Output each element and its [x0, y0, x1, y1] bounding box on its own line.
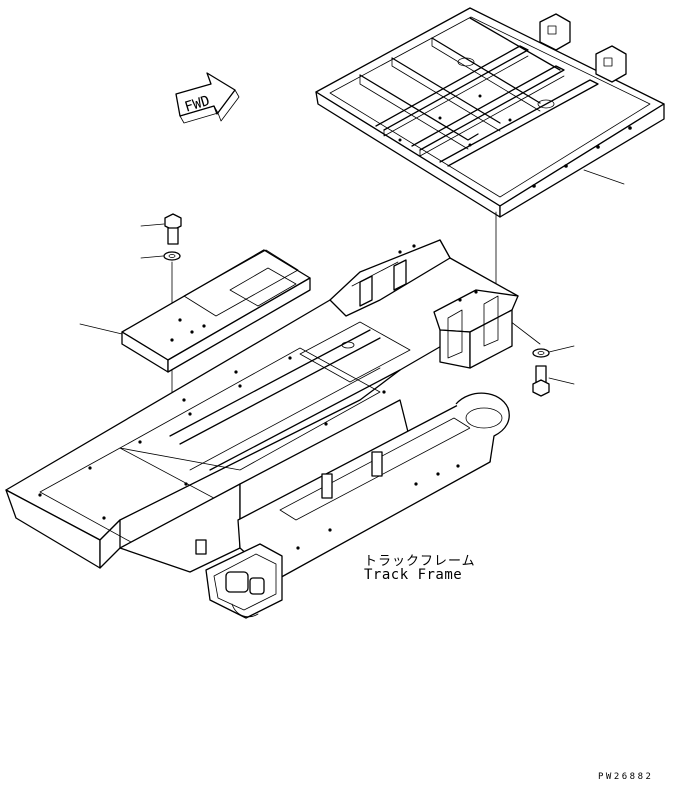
track-frame: [6, 240, 518, 618]
right-bolt: [533, 366, 574, 396]
left-washer: [141, 252, 180, 260]
upper-frame: [316, 8, 664, 217]
cover-plate: [80, 250, 310, 372]
left-bolt: [141, 214, 181, 244]
caption-japanese: トラックフレーム: [364, 554, 476, 569]
drawing-code: PW26882: [598, 772, 654, 782]
forward-arrow-icon: FWD: [176, 73, 239, 123]
caption-english: Track Frame: [364, 567, 463, 583]
right-washer: [533, 346, 574, 357]
fwd-label: FWD: [183, 93, 212, 116]
